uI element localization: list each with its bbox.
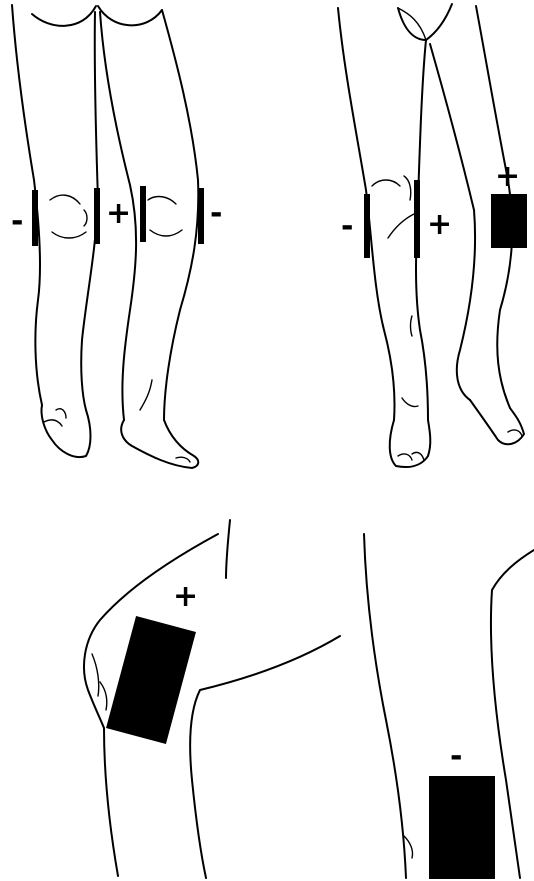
- polarity-sign: -: [11, 204, 23, 239]
- polarity-sign: -: [450, 739, 462, 774]
- knee-closeup-panel: +: [84, 520, 340, 878]
- polarity-sign: -: [341, 209, 353, 244]
- polarity-sign: +: [106, 196, 131, 231]
- front-view-panel: - + -: [11, 5, 222, 468]
- electrode-bar: [414, 180, 420, 258]
- electrode-bar: [32, 190, 38, 246]
- electrode-bar: [94, 188, 100, 244]
- electrode-bar: [198, 188, 204, 244]
- electrode-pad: [429, 776, 495, 879]
- front-legs-drawing: [12, 5, 198, 468]
- electrode-bar: [364, 194, 370, 258]
- side-view-panel: - + +: [338, 4, 527, 467]
- electrode-pad: [106, 616, 196, 744]
- polarity-sign: +: [495, 159, 520, 194]
- polarity-sign: +: [173, 579, 198, 614]
- polarity-sign: -: [210, 196, 222, 231]
- calf-closeup-panel: -: [364, 534, 534, 879]
- electrode-bar: [140, 186, 146, 242]
- electrode-pad: [491, 194, 527, 248]
- polarity-sign: +: [427, 207, 452, 242]
